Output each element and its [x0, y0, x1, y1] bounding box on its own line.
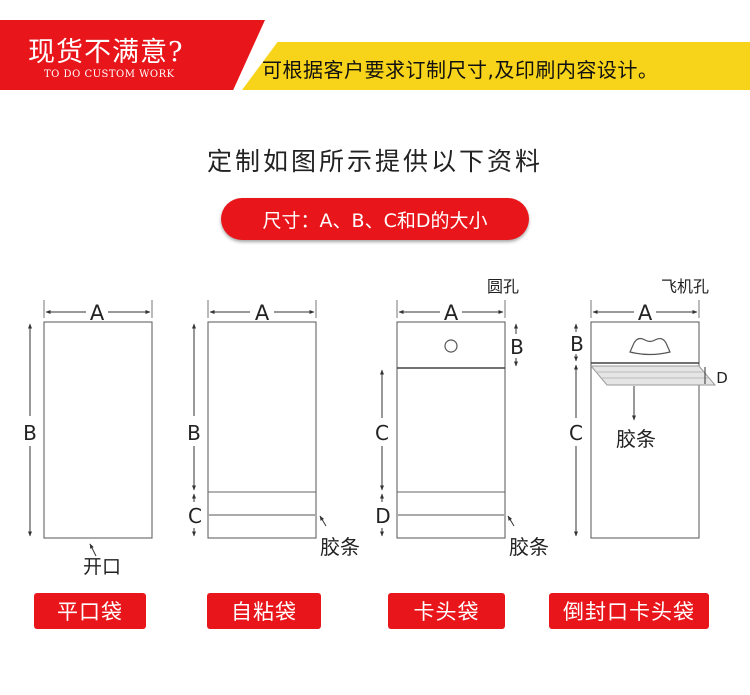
adhesive-glue-label: 胶条	[320, 535, 360, 559]
banner-red-block	[0, 20, 265, 90]
header-bag-outline	[396, 321, 506, 539]
flat-a-label: A	[90, 301, 105, 325]
reverse-c-label: C	[569, 421, 583, 445]
caption-flat-bag: 平口袋	[34, 593, 146, 629]
reverse-b-label: B	[570, 332, 584, 356]
diagram-adhesive-bag: A B C 胶条	[187, 300, 360, 559]
reverse-a-label: A	[638, 301, 653, 325]
caption-reverse-bag: 倒封口卡头袋	[549, 593, 709, 629]
hang-hole	[629, 337, 671, 356]
top-banner: 现货不满意? TO DO CUSTOM WORK 可根据客户要求订制尺寸,及印刷…	[0, 20, 750, 90]
flat-b-label: B	[23, 421, 37, 445]
banner-title: 现货不满意?	[28, 37, 184, 68]
reverse-glue-label: 胶条	[616, 427, 656, 451]
section-heading: 定制如图所示提供以下资料	[206, 147, 543, 176]
banner-subtitle: TO DO CUSTOM WORK	[44, 69, 175, 80]
header-d-label: D	[375, 504, 390, 528]
adhesive-b-label: B	[187, 421, 201, 445]
header-a-label: A	[444, 301, 459, 325]
caption-header-bag: 卡头袋	[388, 593, 505, 629]
adhesive-bag-outline	[207, 321, 317, 539]
header-glue-label: 胶条	[509, 535, 549, 559]
banner-yellow-block	[242, 42, 750, 90]
flat-opening-label: 开口	[83, 556, 121, 578]
reverse-d-label: D	[716, 369, 728, 387]
header-b-label: B	[510, 335, 524, 359]
caption-adhesive-bag: 自粘袋	[207, 593, 321, 629]
reverse-hole-label: 飞机孔	[661, 277, 709, 296]
banner-text: 可根据客户要求订制尺寸,及印刷内容设计。	[262, 58, 659, 82]
adhesive-a-label: A	[255, 301, 270, 325]
header-hole-label: 圆孔	[487, 277, 519, 296]
round-hole	[444, 339, 458, 353]
header-c-label: C	[375, 421, 389, 445]
size-pill: 尺寸：A、B、C和D的大小	[221, 198, 529, 240]
flat-bag-outline	[43, 321, 153, 539]
reverse-bag-outline	[590, 321, 700, 539]
reverse-flap	[589, 365, 717, 386]
diagram-header-bag: 圆孔 A B C D 胶条	[375, 277, 549, 559]
adhesive-c-label: C	[188, 504, 202, 528]
diagram-flat-bag: A B 开口	[23, 300, 153, 578]
diagram-reverse-bag: 飞机孔 A B C D 胶条	[569, 277, 728, 539]
